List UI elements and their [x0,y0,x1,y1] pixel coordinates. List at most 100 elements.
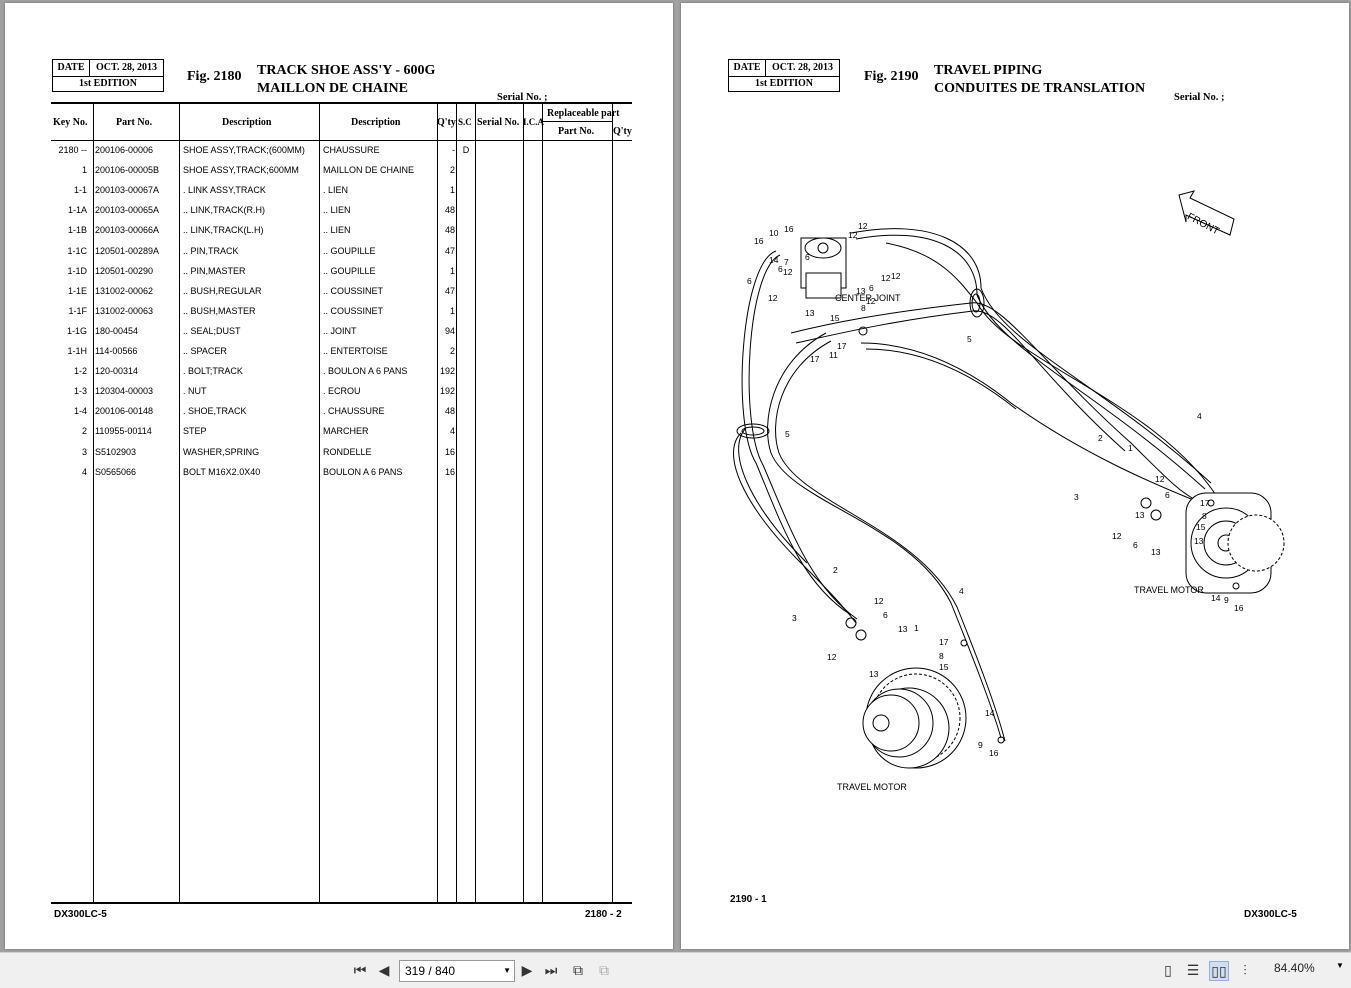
part-no-cell: 131002-00063 [95,305,154,316]
callout-number: 6 [805,252,810,262]
key-no-cell: 1-4 [73,406,87,417]
key-no-cell: 1-3 [73,386,87,397]
serial-label: Serial No. ; [497,92,548,103]
key-no-cell: 2 [81,426,87,437]
next-page-button[interactable]: ▶ [521,962,533,978]
last-page-button[interactable]: ⏭ [544,962,558,978]
center-joint-icon [800,237,847,299]
edition-label: 1st EDITION [78,78,138,89]
description-fr-cell: .. ENTERTOISE [323,346,388,356]
key-no-cell: 3 [81,446,87,457]
table-header-rule [51,140,632,141]
single-page-view-button[interactable]: ▯ [1164,962,1172,978]
part-no-cell: S5102903 [95,446,137,457]
description-cell: . LINK ASSY,TRACK [183,185,266,196]
description-fr-cell: .. COUSSINET [323,285,384,296]
date-value: OCT. 28, 2013 [772,62,833,73]
sc-cell [457,405,475,417]
col-divider [437,104,438,904]
callout-number: 16 [989,748,999,758]
callout-number: 6 [1133,540,1138,550]
header-sc: S.C [458,117,472,127]
title-french: CONDUITES DE TRANSLATION [934,81,1146,96]
chevron-down-icon[interactable]: ▼ [1336,961,1344,970]
description-fr-cell: .. JOINT [323,325,357,336]
part-no-cell: 120-00314 [95,366,139,377]
description-cell: .. BUSH,MASTER [183,305,256,316]
viewer-toolbar: ⏮ ◀ 319 / 840 ▼ ▶ ⏭ ⧉ ⧉ ▯ ☰ ▯▯ ⫶ 84.40% ▼ [0,952,1351,988]
callout-number: 12 [1112,531,1122,541]
travel-motor-label: TRAVEL MOTOR [1134,585,1204,595]
col-divider [179,104,180,904]
key-no-cell: 1 [81,165,87,176]
figure-title: TRACK SHOE ASS'Y - 600G MAILLON DE CHAIN… [257,62,435,98]
callout-number: 6 [1165,490,1170,500]
key-no-cell: 1-1 [73,185,87,196]
key-no-cell: 1-1E [67,285,87,296]
callout-number: 7 [784,257,789,267]
two-page-view-button[interactable]: ▯▯ [1209,961,1229,981]
description-cell: .. SPACER [183,346,227,356]
col-divider [523,104,524,904]
qty-cell: 1 [449,305,455,316]
header-key-no: Key No. [53,117,88,128]
header-rep-part-no: Part No. [558,126,595,137]
key-no-cell: 1-2 [73,366,87,377]
go-back-view-button[interactable]: ⧉ [573,962,583,978]
date-label: DATE [53,60,90,76]
qty-cell: 1 [449,265,455,276]
qty-cell: 4 [449,426,455,437]
description-fr-cell: . ECROU [323,386,361,397]
callout-number: 13 [869,669,879,679]
edition-label: 1st EDITION [754,78,814,89]
part-no-cell: 200103-00067A [95,185,160,196]
description-cell: BOLT M16X2.0X40 [183,466,261,477]
description-fr-cell: BOULON A 6 PANS [323,466,403,477]
go-forward-view-button[interactable]: ⧉ [599,962,609,978]
previous-page-button[interactable]: ◀ [378,962,390,978]
header-description-fr: Description [351,117,401,128]
title-french: MAILLON DE CHAINE [257,81,408,96]
callout-number: 2 [1098,433,1103,443]
serial-label: Serial No. ; [1174,92,1225,103]
zoom-level[interactable]: 84.40% [1274,961,1315,975]
travel-motor-icon [1185,492,1285,594]
callout-number: 5 [785,429,790,439]
table-bottom-rule [51,902,632,904]
callout-number: 12 [881,273,891,283]
callout-number: 12 [768,293,778,303]
col-divider [93,104,94,904]
part-no-cell: 180-00454 [95,325,139,336]
description-cell: .. PIN,MASTER [183,265,246,276]
page-number-input[interactable]: 319 / 840 ▼ [399,960,515,982]
callout-number: 12 [891,271,901,281]
qty-cell: 47 [444,285,455,296]
part-no-cell: 120501-00289A [95,245,160,256]
callout-number: 16 [754,236,764,246]
callout-number: 14 [1211,593,1221,603]
sc-cell [457,446,475,458]
callout-number: 12 [783,267,793,277]
description-fr-cell: .. GOUPILLE [323,245,376,256]
part-no-cell: 200103-00065A [95,205,160,216]
sc-cell [457,164,475,176]
callout-number: 1 [1128,443,1133,453]
description-fr-cell: .. LIEN [323,225,351,236]
callout-number: 12 [848,230,858,240]
chevron-down-icon[interactable]: ▼ [503,966,511,975]
first-page-button[interactable]: ⏮ [353,962,367,978]
continuous-facing-view-button[interactable]: ⫶ [1243,962,1247,978]
description-fr-cell: . BOULON A 6 PANS [323,366,408,377]
page-number-value: 319 / 840 [405,964,456,978]
travel-motor-icon [862,667,967,769]
callout-number: 17 [1200,498,1210,508]
sc-cell [457,265,475,277]
callout-number: 8 [861,303,866,313]
sc-cell [457,184,475,196]
callout-number: 9 [978,740,983,750]
callout-number: 2 [833,565,838,575]
key-no-cell: 1-1G [66,325,87,336]
continuous-view-button[interactable]: ☰ [1186,962,1200,978]
center-joint-label: CENTER JOINT [835,293,901,303]
